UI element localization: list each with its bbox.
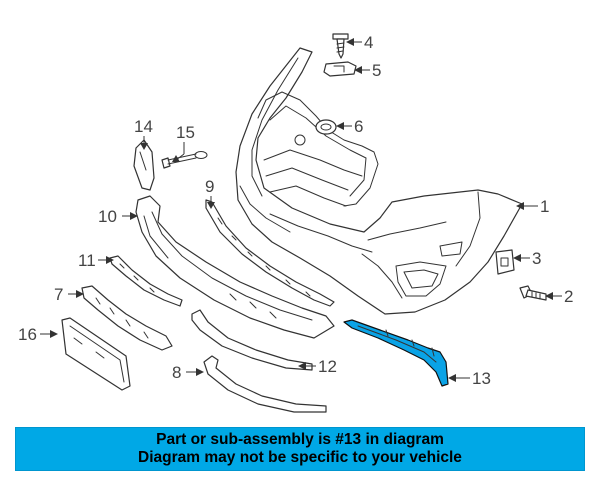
screw-4 — [332, 33, 349, 59]
callout-6: 6 — [354, 117, 363, 136]
clip-5 — [323, 61, 357, 77]
sensor-15 — [161, 151, 208, 169]
callout-5: 5 — [372, 61, 381, 80]
callout-7: 7 — [54, 285, 63, 304]
callout-2: 2 — [564, 287, 573, 306]
grommet-6 — [315, 119, 337, 135]
cover-14 — [133, 139, 155, 191]
callout-13: 13 — [472, 369, 491, 388]
trim-12 — [191, 309, 313, 371]
strip-7 — [81, 285, 173, 351]
banner-line-2: Diagram may not be specific to your vehi… — [138, 449, 462, 466]
leader-lines — [40, 38, 562, 382]
highlighted-part-13 — [343, 319, 449, 387]
bumper-cover — [235, 47, 523, 315]
callout-12: 12 — [318, 357, 337, 376]
bolt-2 — [519, 285, 547, 301]
info-banner: Part or sub-assembly is #13 in diagram D… — [15, 427, 585, 471]
callout-16: 16 — [18, 325, 37, 344]
trim-9 — [205, 199, 335, 307]
trim-8 — [203, 355, 327, 413]
callout-15: 15 — [176, 123, 195, 142]
callout-1: 1 — [540, 197, 549, 216]
callout-9: 9 — [205, 177, 214, 196]
grille-strip-10 — [135, 195, 335, 339]
license-bracket-16 — [61, 317, 131, 391]
bracket-3 — [495, 249, 515, 275]
callout-10: 10 — [98, 207, 117, 226]
callout-3: 3 — [532, 249, 541, 268]
callout-14: 14 — [134, 117, 153, 136]
callout-8: 8 — [172, 363, 181, 382]
strip-11 — [109, 255, 183, 307]
callout-4: 4 — [364, 33, 373, 52]
banner-line-1: Part or sub-assembly is #13 in diagram — [156, 431, 444, 448]
callout-11: 11 — [78, 251, 96, 270]
parts-diagram: 1 2 3 4 5 6 7 8 9 10 11 12 13 14 15 16 — [18, 33, 573, 413]
